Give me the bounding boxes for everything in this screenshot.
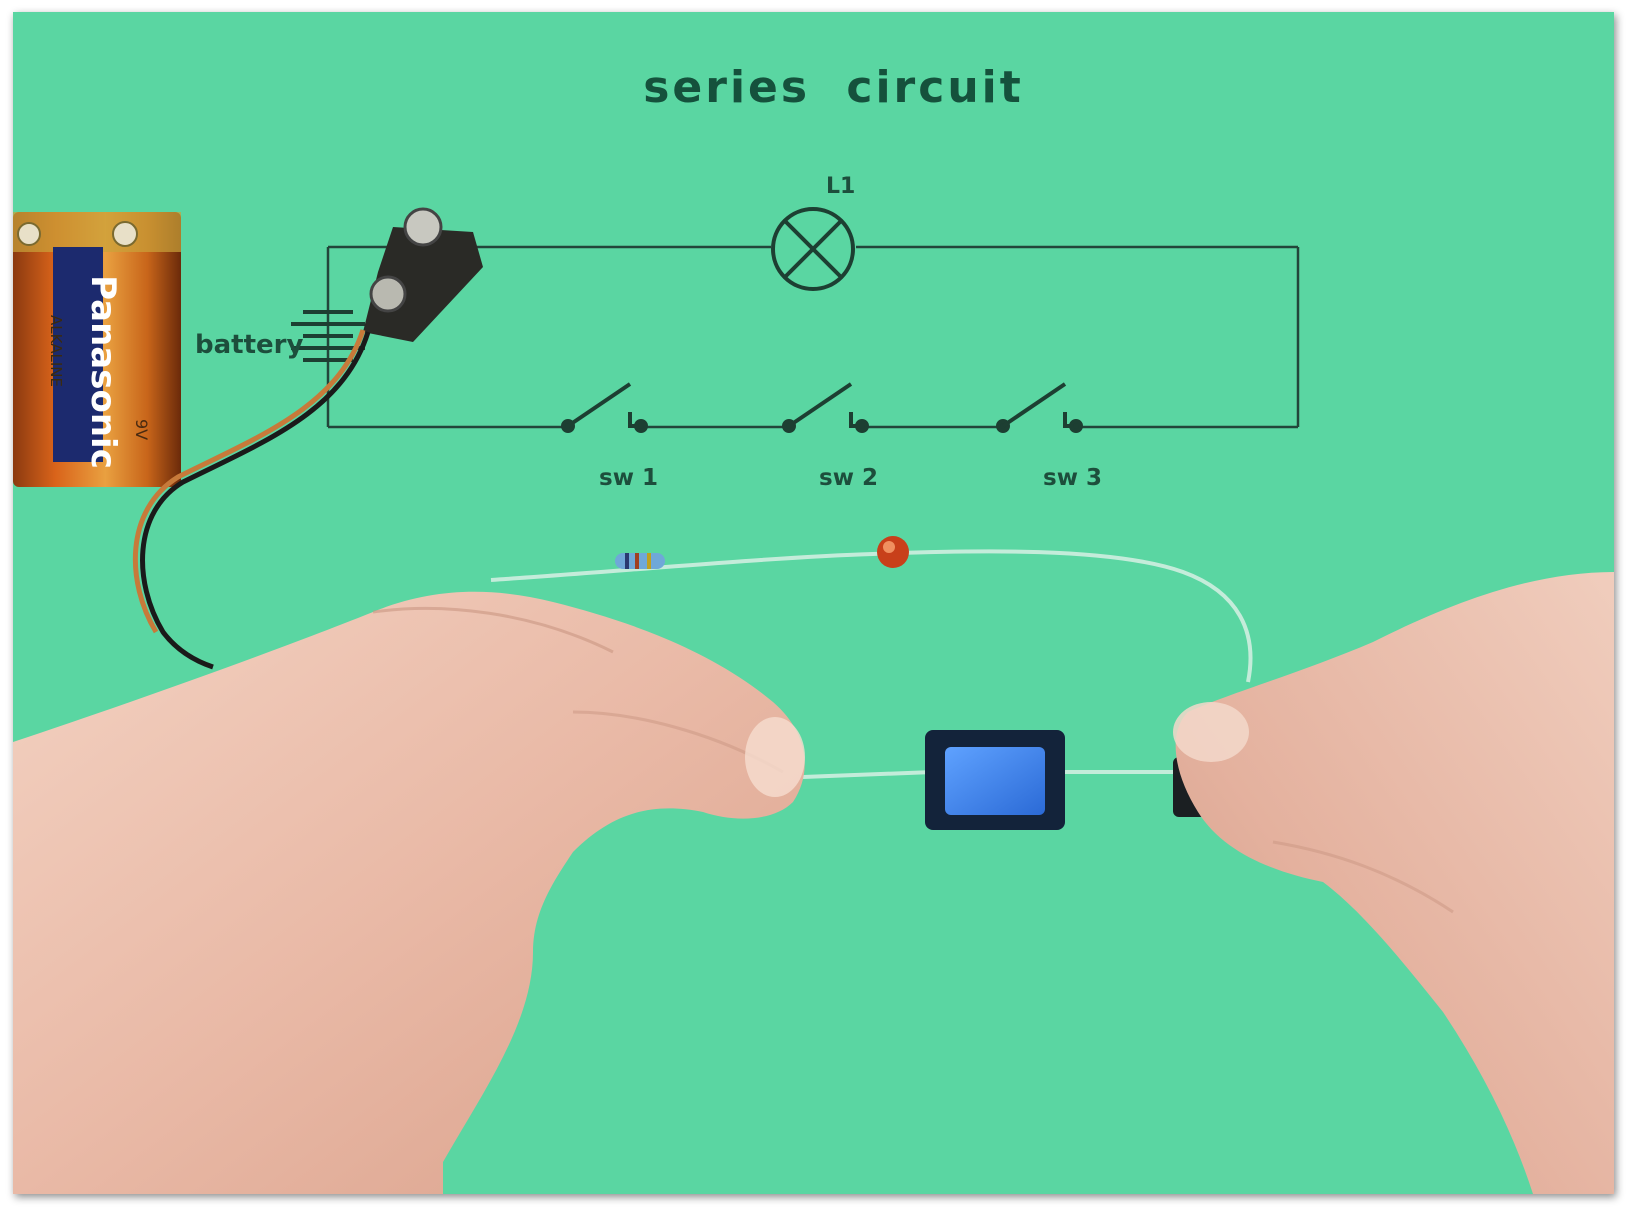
left-hand bbox=[13, 591, 805, 1194]
switch-symbol-1 bbox=[561, 382, 648, 433]
switch-label-3: sw 3 bbox=[1043, 465, 1102, 491]
resistor bbox=[615, 553, 665, 569]
switch-symbol-2 bbox=[782, 382, 869, 433]
schematic-wires bbox=[326, 245, 1300, 429]
led bbox=[877, 536, 909, 568]
battery-lead-wires bbox=[132, 329, 371, 670]
lamp-symbol bbox=[771, 207, 855, 291]
battery-brand-name: Panasonic bbox=[83, 275, 123, 469]
switch-symbol-3 bbox=[996, 382, 1083, 433]
battery-snap-connector bbox=[363, 207, 483, 342]
photo-frame: series circuit L1 battery sw 1 sw 2 sw 3… bbox=[13, 12, 1614, 1194]
battery-type-text: ALKALINE bbox=[47, 315, 65, 387]
diagram-title: series circuit bbox=[643, 62, 1024, 113]
battery-symbol bbox=[291, 310, 365, 362]
battery-brand-logo: Panasonic bbox=[73, 262, 123, 482]
lamp-label: L1 bbox=[826, 174, 856, 199]
scene-illustration bbox=[13, 207, 1614, 1194]
battery-voltage-text: 9V bbox=[132, 418, 152, 441]
switch-label-1: sw 1 bbox=[599, 465, 658, 491]
nine-volt-battery bbox=[13, 212, 181, 487]
battery-label: battery bbox=[195, 330, 304, 360]
switch-label-2: sw 2 bbox=[819, 465, 878, 491]
rocker-switch bbox=[925, 730, 1065, 830]
right-hand bbox=[1173, 572, 1614, 1194]
